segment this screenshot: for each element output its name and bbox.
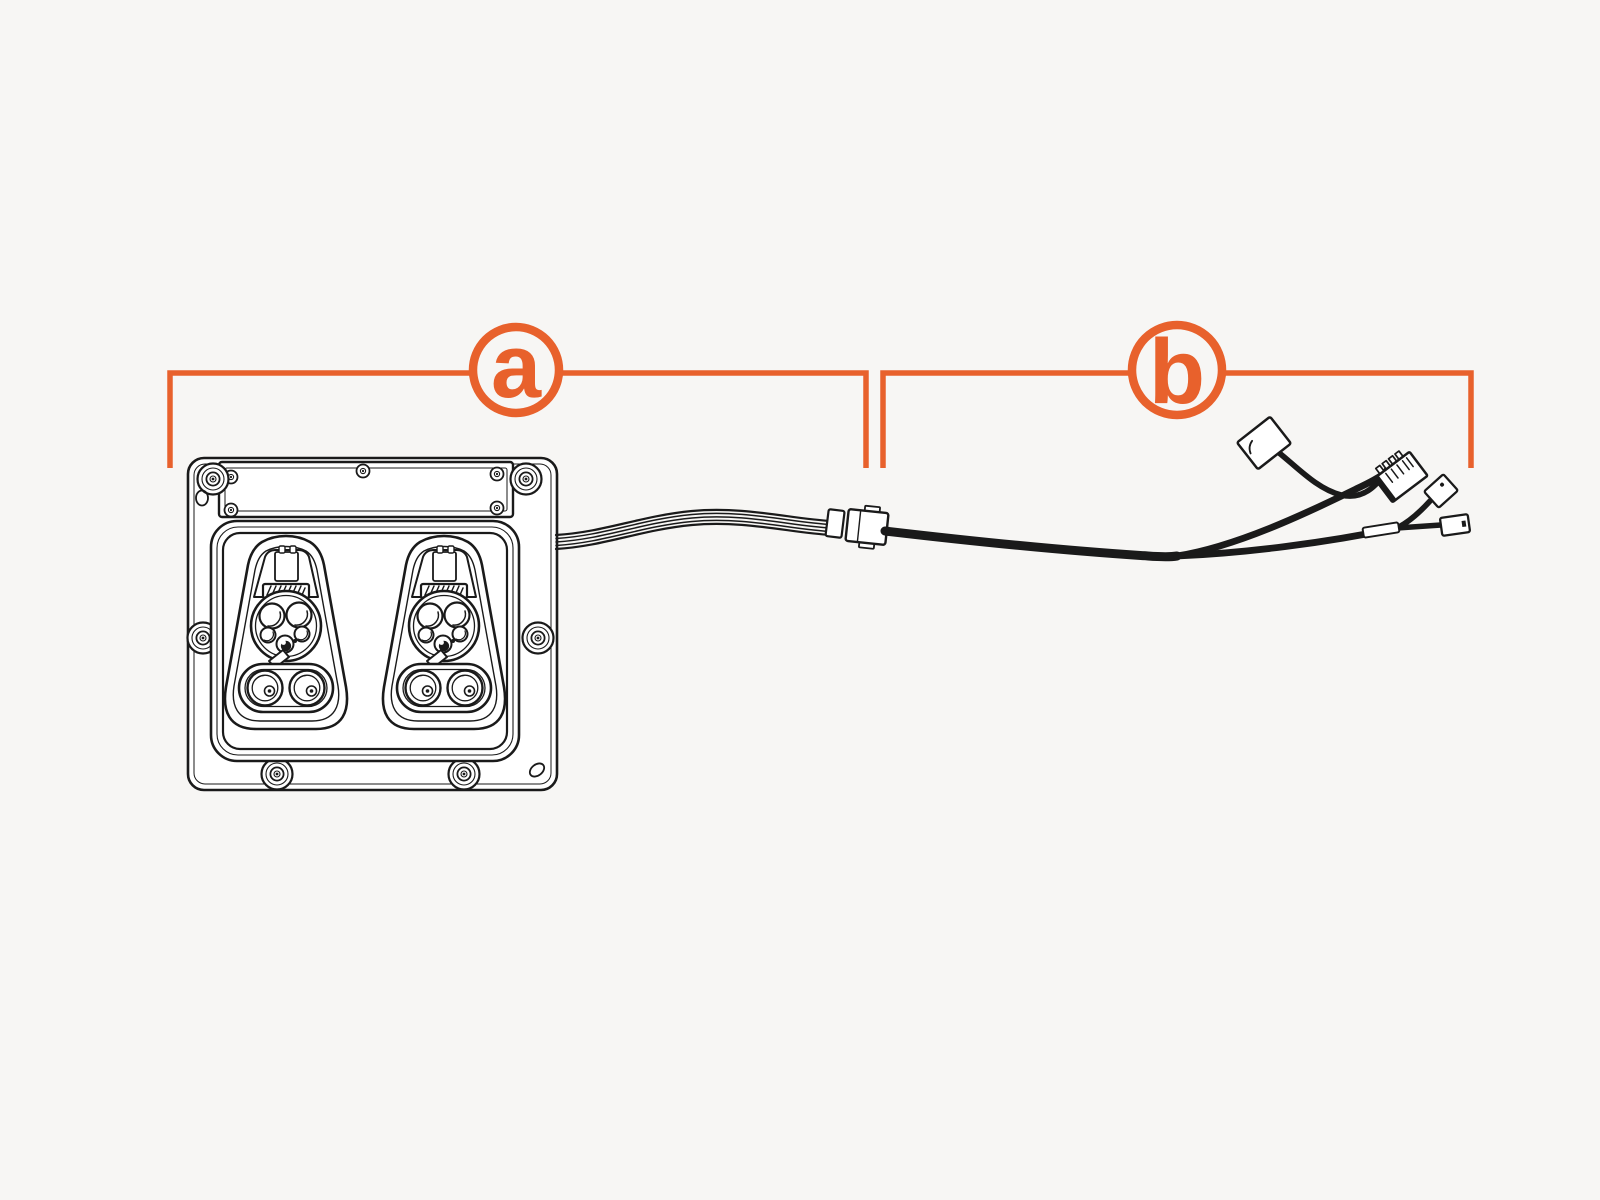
mounting-hole — [195, 489, 209, 507]
screw-boss — [260, 757, 294, 791]
callout-b-badge: b — [1127, 320, 1227, 423]
strip-screw — [489, 466, 505, 482]
callout-b-label: b — [1149, 321, 1205, 423]
wiring-harness — [554, 416, 1472, 562]
strip-screw — [355, 463, 371, 479]
callout-a-badge: a — [468, 317, 564, 418]
jumper-wire-loop — [1275, 449, 1390, 499]
panel-inner-recess-line — [216, 526, 514, 756]
cable-band — [824, 508, 846, 539]
inline-connector — [844, 504, 890, 550]
charging-inlet-panel — [186, 456, 559, 792]
harness-connector-small-square — [1423, 473, 1459, 509]
callout-a-circle — [468, 322, 564, 418]
strip-screw — [489, 500, 505, 516]
harness-connector-square — [1236, 416, 1292, 470]
screw-boss — [447, 757, 481, 791]
callout-a-label: a — [491, 317, 542, 417]
harness-connector-multipin — [1373, 450, 1429, 503]
wire-sleeve — [1361, 521, 1401, 539]
screw-boss — [521, 621, 555, 655]
panel-inner-recess-line2 — [221, 531, 509, 751]
branch-wire-small-lower — [1394, 522, 1444, 531]
screw-boss — [509, 462, 543, 496]
harness-connector-spade — [1438, 513, 1472, 537]
ribbon-cable — [554, 508, 833, 551]
callout-b-circle — [1127, 320, 1227, 420]
mounting-hole — [528, 762, 546, 778]
main-cable — [880, 526, 1182, 562]
branch-wire-upper — [1173, 467, 1392, 560]
strip-screw — [223, 502, 239, 518]
